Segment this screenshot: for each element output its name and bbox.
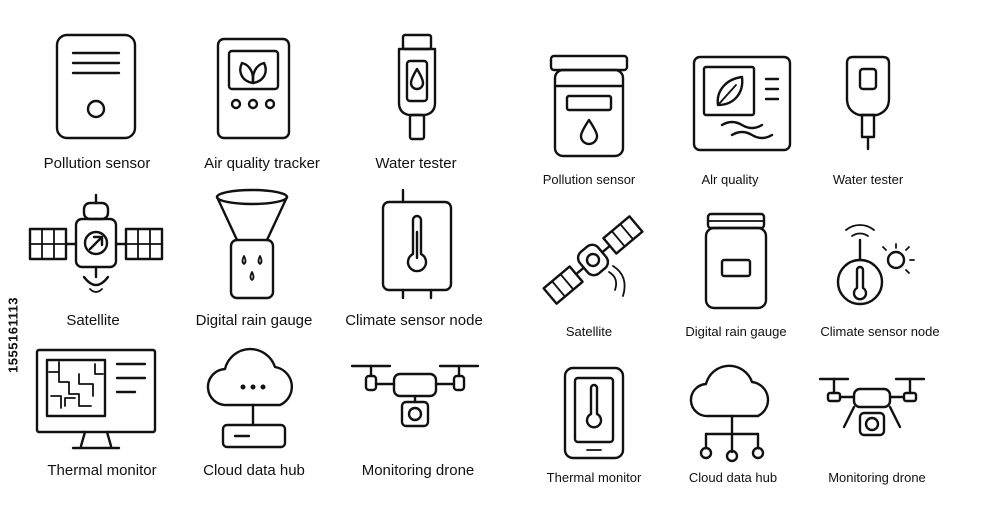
air-quality-label-right: Alr quality	[701, 172, 759, 187]
satellite-icon-right	[543, 210, 643, 310]
thermal-monitor-label: Thermal monitor	[47, 462, 157, 479]
climate-sensor-node-label: Climate sensor node	[345, 312, 483, 329]
monitoring-drone-label-right: Monitoring drone	[828, 470, 926, 485]
monitoring-drone-icon	[350, 360, 480, 432]
cloud-data-hub-icon	[205, 345, 300, 452]
pollution-sensor-label-right: Pollution sensor	[542, 172, 636, 187]
climate-sensor-node-icon	[381, 188, 453, 300]
stock-id-value: 1555161113	[5, 297, 21, 373]
air-quality-tracker-icon	[216, 37, 291, 140]
pollution-sensor-label: Pollution sensor	[43, 155, 151, 172]
stock-id-text: 1555161113	[0, 270, 26, 400]
digital-rain-gauge-icon-right	[704, 212, 768, 310]
digital-rain-gauge-label: Digital rain gauge	[195, 312, 313, 329]
thermal-monitor-label-right: Thermal monitor	[546, 470, 642, 485]
climate-sensor-node-label-right: Climate sensor node	[820, 324, 940, 339]
digital-rain-gauge-label-right: Digital rain gauge	[685, 324, 787, 339]
satellite-label: Satellite	[66, 312, 120, 329]
monitoring-drone-label: Monitoring drone	[361, 462, 475, 479]
cloud-data-hub-icon-right	[688, 368, 776, 462]
water-tester-icon-right	[845, 55, 891, 153]
digital-rain-gauge-icon	[215, 188, 290, 300]
satellite-icon	[28, 193, 164, 303]
satellite-label-right: Satellite	[565, 324, 613, 339]
water-tester-label-right: Water tester	[832, 172, 904, 187]
thermal-monitor-icon-right	[563, 366, 625, 460]
cloud-data-hub-label: Cloud data hub	[203, 462, 305, 479]
cloud-data-hub-label-right: Cloud data hub	[688, 470, 778, 485]
air-quality-tracker-label: Air quality tracker	[204, 155, 320, 172]
air-quality-icon-right	[692, 55, 792, 152]
water-tester-icon	[393, 33, 441, 143]
climate-sensor-node-icon-right	[836, 210, 916, 314]
thermal-monitor-icon	[35, 348, 157, 452]
water-tester-label: Water tester	[375, 155, 457, 172]
pollution-sensor-icon-right	[549, 54, 629, 158]
pollution-sensor-icon	[55, 33, 137, 140]
monitoring-drone-icon-right	[818, 373, 926, 445]
